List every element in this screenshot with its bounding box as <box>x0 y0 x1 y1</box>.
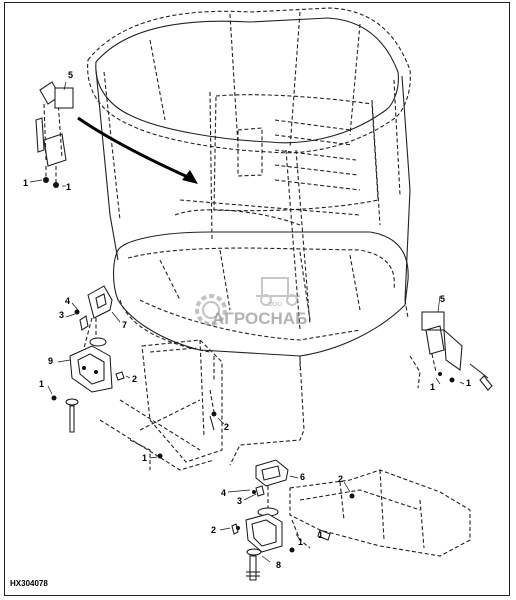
mount-assembly-bottom-right <box>219 459 471 581</box>
mount-detail-top-left <box>29 81 74 188</box>
figure-id: HX304078 <box>10 579 48 588</box>
callout-6: 6 <box>300 472 305 482</box>
callout-1: 1 <box>466 378 471 388</box>
isolator-pad-5 <box>54 87 74 109</box>
watermark-tractor-icon <box>256 277 300 306</box>
watermark-text: АГРОСНАБ <box>212 309 307 328</box>
callout-1: 1 <box>66 182 71 192</box>
callout-4: 4 <box>221 488 226 498</box>
callout-1: 1 <box>298 537 303 547</box>
bracket-6 <box>255 459 289 487</box>
mount-assembly-left <box>47 285 131 433</box>
callout-3: 3 <box>59 310 64 320</box>
callout-1: 1 <box>23 178 28 188</box>
callout-1: 1 <box>142 453 147 463</box>
callout-1: 1 <box>39 379 44 389</box>
bolt <box>74 309 80 315</box>
watermark-gear-icon <box>195 294 227 326</box>
callout-3: 3 <box>237 496 242 506</box>
bracket-7 <box>87 285 113 319</box>
callout-2: 2 <box>132 374 137 384</box>
nut <box>53 182 59 188</box>
callout-7: 7 <box>122 320 127 330</box>
mount-detail-right <box>409 295 493 391</box>
nut <box>43 177 49 183</box>
callout-2: 2 <box>211 525 216 535</box>
callout-1: 1 <box>430 382 435 392</box>
callout-5: 5 <box>68 70 73 80</box>
assembly-drop-lines <box>83 317 305 466</box>
callout-2: 2 <box>338 474 343 484</box>
callout-labels: 5 1 1 4 3 7 9 2 1 1 2 5 1 1 6 2 4 3 2 1 … <box>23 70 471 570</box>
location-arrow <box>77 116 198 184</box>
callout-5: 5 <box>440 294 445 304</box>
bracket-9 <box>69 345 113 393</box>
watermark: ООО АГРОСНАБ <box>195 277 307 328</box>
callout-4: 4 <box>65 296 70 306</box>
callout-1: 1 <box>318 530 323 540</box>
isolator-pad-5-right <box>421 311 445 331</box>
frame-rail-left <box>99 339 225 471</box>
callout-8: 8 <box>276 560 281 570</box>
callout-2: 2 <box>224 422 229 432</box>
callout-9: 9 <box>48 356 53 366</box>
bracket-8 <box>245 513 283 553</box>
diagram-border <box>4 2 510 596</box>
watermark-small-text: ООО <box>268 302 282 308</box>
